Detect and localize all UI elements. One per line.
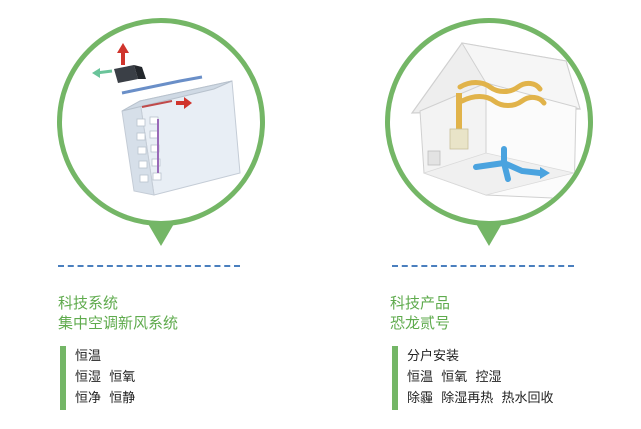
house-illustration-circle [385,18,593,226]
product-card-product: 科技产品 恐龙贰号 分户安装 恒温 恒氧 控湿 除霾 除湿再热 热水回收 [330,0,593,429]
card-title: 科技系统 集中空调新风系统 [58,293,178,333]
feature-line: 恒净 恒静 [75,391,136,406]
pointer-triangle [147,222,175,246]
card-title: 科技产品 恐龙贰号 [390,293,450,333]
dashed-divider [392,265,574,267]
title-line-2: 恐龙贰号 [390,314,451,332]
product-card-system: 科技系统 集中空调新风系统 恒温 恒湿 恒氧 恒净 恒静 [0,0,265,429]
feature-line: 恒温 [75,349,102,364]
feature-line: 恒温 恒氧 控湿 [407,370,502,385]
title-line-1: 科技产品 [390,294,451,312]
feature-line: 恒湿 恒氧 [75,370,136,385]
dashed-divider [58,265,240,267]
feature-list: 恒温 恒湿 恒氧 恒净 恒静 [60,346,135,410]
house-heating-illustration [410,42,581,200]
feature-line: 分户安装 [407,349,460,364]
building-ventilation-illustration [92,43,241,196]
feature-line: 除霾 除湿再热 热水回收 [407,391,554,406]
building-illustration-circle [57,18,265,226]
feature-list: 分户安装 恒温 恒氧 控湿 除霾 除湿再热 热水回收 [392,346,554,410]
pointer-triangle [475,222,503,246]
title-line-1: 科技系统 [58,294,119,312]
title-line-2: 集中空调新风系统 [58,314,179,332]
